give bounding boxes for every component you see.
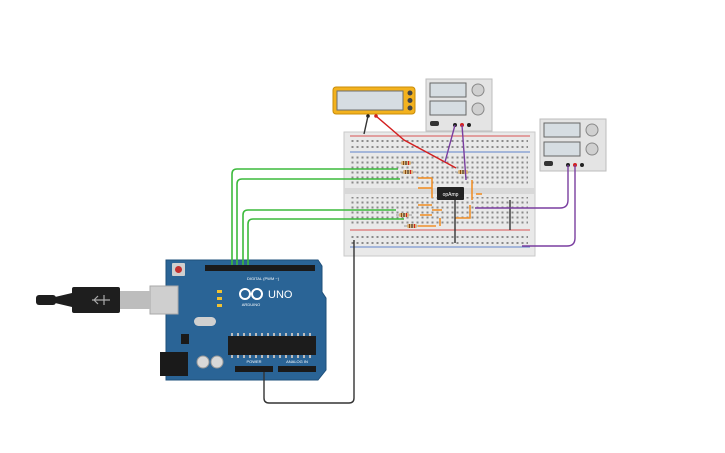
resistor[interactable] — [404, 224, 420, 228]
power-header — [235, 366, 273, 372]
supply-knob[interactable] — [585, 142, 599, 156]
infinity-logo-icon — [239, 288, 263, 300]
red-wire[interactable] — [375, 115, 457, 169]
green-wires[interactable] — [231, 168, 404, 265]
orange-wires[interactable] — [418, 177, 482, 227]
crystal-oscillator — [194, 317, 216, 326]
arduino-uno-board[interactable]: DIGITAL (PWM ~) POWER ANALOG IN UNO ARDU… — [149, 259, 327, 381]
voltage-regulator — [181, 334, 189, 344]
supply-display — [543, 122, 581, 138]
supply-display — [543, 141, 581, 157]
supply-knob[interactable] — [471, 83, 485, 97]
digital-header — [205, 265, 315, 271]
usb-port[interactable] — [149, 285, 179, 315]
multimeter-display — [336, 90, 404, 111]
arduino-model: UNO — [268, 289, 293, 301]
supply-knob[interactable] — [471, 102, 485, 116]
power-header-label: POWER — [246, 359, 261, 364]
supply-display — [429, 100, 467, 116]
resistor[interactable] — [396, 213, 412, 217]
multimeter-icon[interactable] — [332, 86, 416, 118]
opamp-chip[interactable]: opAmp — [437, 187, 464, 200]
supply-display — [429, 82, 467, 98]
resistor[interactable] — [398, 161, 414, 165]
dc-power-jack[interactable] — [160, 352, 188, 376]
analog-header-label: ANALOG IN — [286, 359, 308, 364]
arduino-logo-text: ARDUINO — [242, 302, 260, 307]
resistor[interactable] — [400, 170, 416, 174]
usb-cable-icon — [36, 287, 150, 313]
capacitor — [196, 355, 210, 369]
purple-wires[interactable] — [444, 124, 576, 247]
capacitor — [210, 355, 224, 369]
power-supply-icon[interactable] — [539, 118, 607, 172]
digital-header-label: DIGITAL (PWM ~) — [247, 276, 280, 281]
microcontroller-chip — [228, 336, 316, 355]
analog-header — [278, 366, 316, 372]
opamp-label: opAmp — [443, 192, 459, 198]
supply-knob[interactable] — [585, 123, 599, 137]
black-wires[interactable] — [263, 115, 511, 404]
power-supply-icon[interactable] — [425, 78, 493, 132]
